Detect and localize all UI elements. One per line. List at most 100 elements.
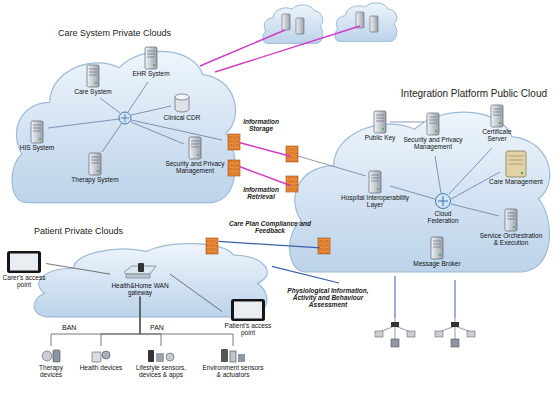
dev1-node: Therapy devices [28,346,74,379]
icon-part [371,175,379,181]
icon-part [506,151,526,177]
device-symbol [435,331,443,337]
dev2-node: Health devices [78,346,124,371]
cloud-outline [12,51,236,202]
icon-part [7,251,41,273]
icon-part [153,64,155,66]
icon-part [89,153,101,175]
icon-part [221,349,228,362]
server-icon [502,208,520,232]
network-wire [455,280,456,318]
firewall-symbol [228,134,240,150]
device-symbol [391,339,399,347]
router-arrows [121,114,129,122]
connector [46,264,110,275]
connector [219,241,320,248]
node-text: Message Broker [413,260,460,267]
connector [140,297,161,347]
tablet-icon [230,298,266,322]
server-icon [86,152,104,176]
node-text: Therapy System [71,176,118,183]
icon-part [89,69,97,75]
icon-part [230,351,236,362]
icon-part [95,82,97,84]
icon-part [427,113,439,135]
icon-part [148,350,154,362]
connector [170,274,222,311]
icon-part [499,122,501,124]
cluster-wire [439,318,471,340]
icon-part [382,128,384,130]
edge-label: Information Storage [234,118,288,132]
server-icon [142,46,160,70]
device-symbol [375,331,383,337]
tablet-node: Carer's access point [2,250,46,289]
cluster-wire [379,318,411,340]
lan-link [298,122,500,216]
edge-label: Information Retrieval [234,186,288,200]
firewall-symbol [318,238,330,254]
device-symbol [467,331,475,337]
router-symbol [119,112,131,124]
connector [140,297,233,347]
node-text: Carer's access point [2,274,46,289]
icon-part [197,154,199,156]
device-symbol [407,331,415,337]
icon-part [433,241,441,247]
server-icon [371,110,389,134]
connector [272,266,339,283]
gateway-node: Health&Home WAN gateway [110,262,170,297]
server-icon [366,170,384,194]
node-text: Certificate Server [472,128,522,143]
server-symbol [370,16,378,32]
icon-part [102,351,110,359]
server-symbol [296,18,304,34]
icon-part [493,109,501,115]
dev3-icon [146,346,176,364]
icon-part [505,209,517,231]
icon-part [374,111,386,133]
icon-part [436,194,451,209]
server-icon [488,104,506,128]
icon-part [33,125,41,131]
server-icon [84,64,102,88]
server-node: Hospital Interoperability Layer [340,170,410,209]
icon-part [435,130,437,132]
node-text: EHR System [132,70,169,77]
icon-part [438,196,448,206]
cloud-heading: Patient Private Clouds [34,226,123,236]
dev4-icon [218,346,248,364]
node-text: Health&Home WAN gateway [110,282,170,297]
icon-part [431,237,443,259]
server-symbol [356,12,364,28]
server-icon [424,112,442,136]
node-text: Lifestyle sensors, devices & apps [128,364,194,379]
connector [51,297,140,347]
icon-part [10,254,38,271]
icon-part [521,172,523,174]
server-icon [186,136,204,160]
icon-part [147,51,155,57]
server-node: Service Orchestration & Execution [478,208,544,247]
device-symbol [391,322,399,327]
icon-part [507,213,515,219]
big-icon [504,150,528,178]
icon-part [429,117,437,123]
edge-label: Care Plan Compliance and Feedback [222,220,318,234]
node-text: Security and Privacy Management [400,136,466,151]
node-text: Cloud Federation [420,210,466,225]
dev3-node: Lifestyle sensors, devices & apps [128,346,194,379]
icon-part [42,351,52,361]
magenta-link [200,26,360,72]
network-wire [395,276,396,318]
firewall-symbol [206,238,218,254]
icon-part [491,105,503,127]
icon-part [166,353,174,361]
network-label: BAN [62,324,76,331]
node-text: Clinical CDR [164,114,201,121]
device-symbol [451,339,459,347]
cloud-outline [290,112,550,272]
icon-part [175,94,189,100]
